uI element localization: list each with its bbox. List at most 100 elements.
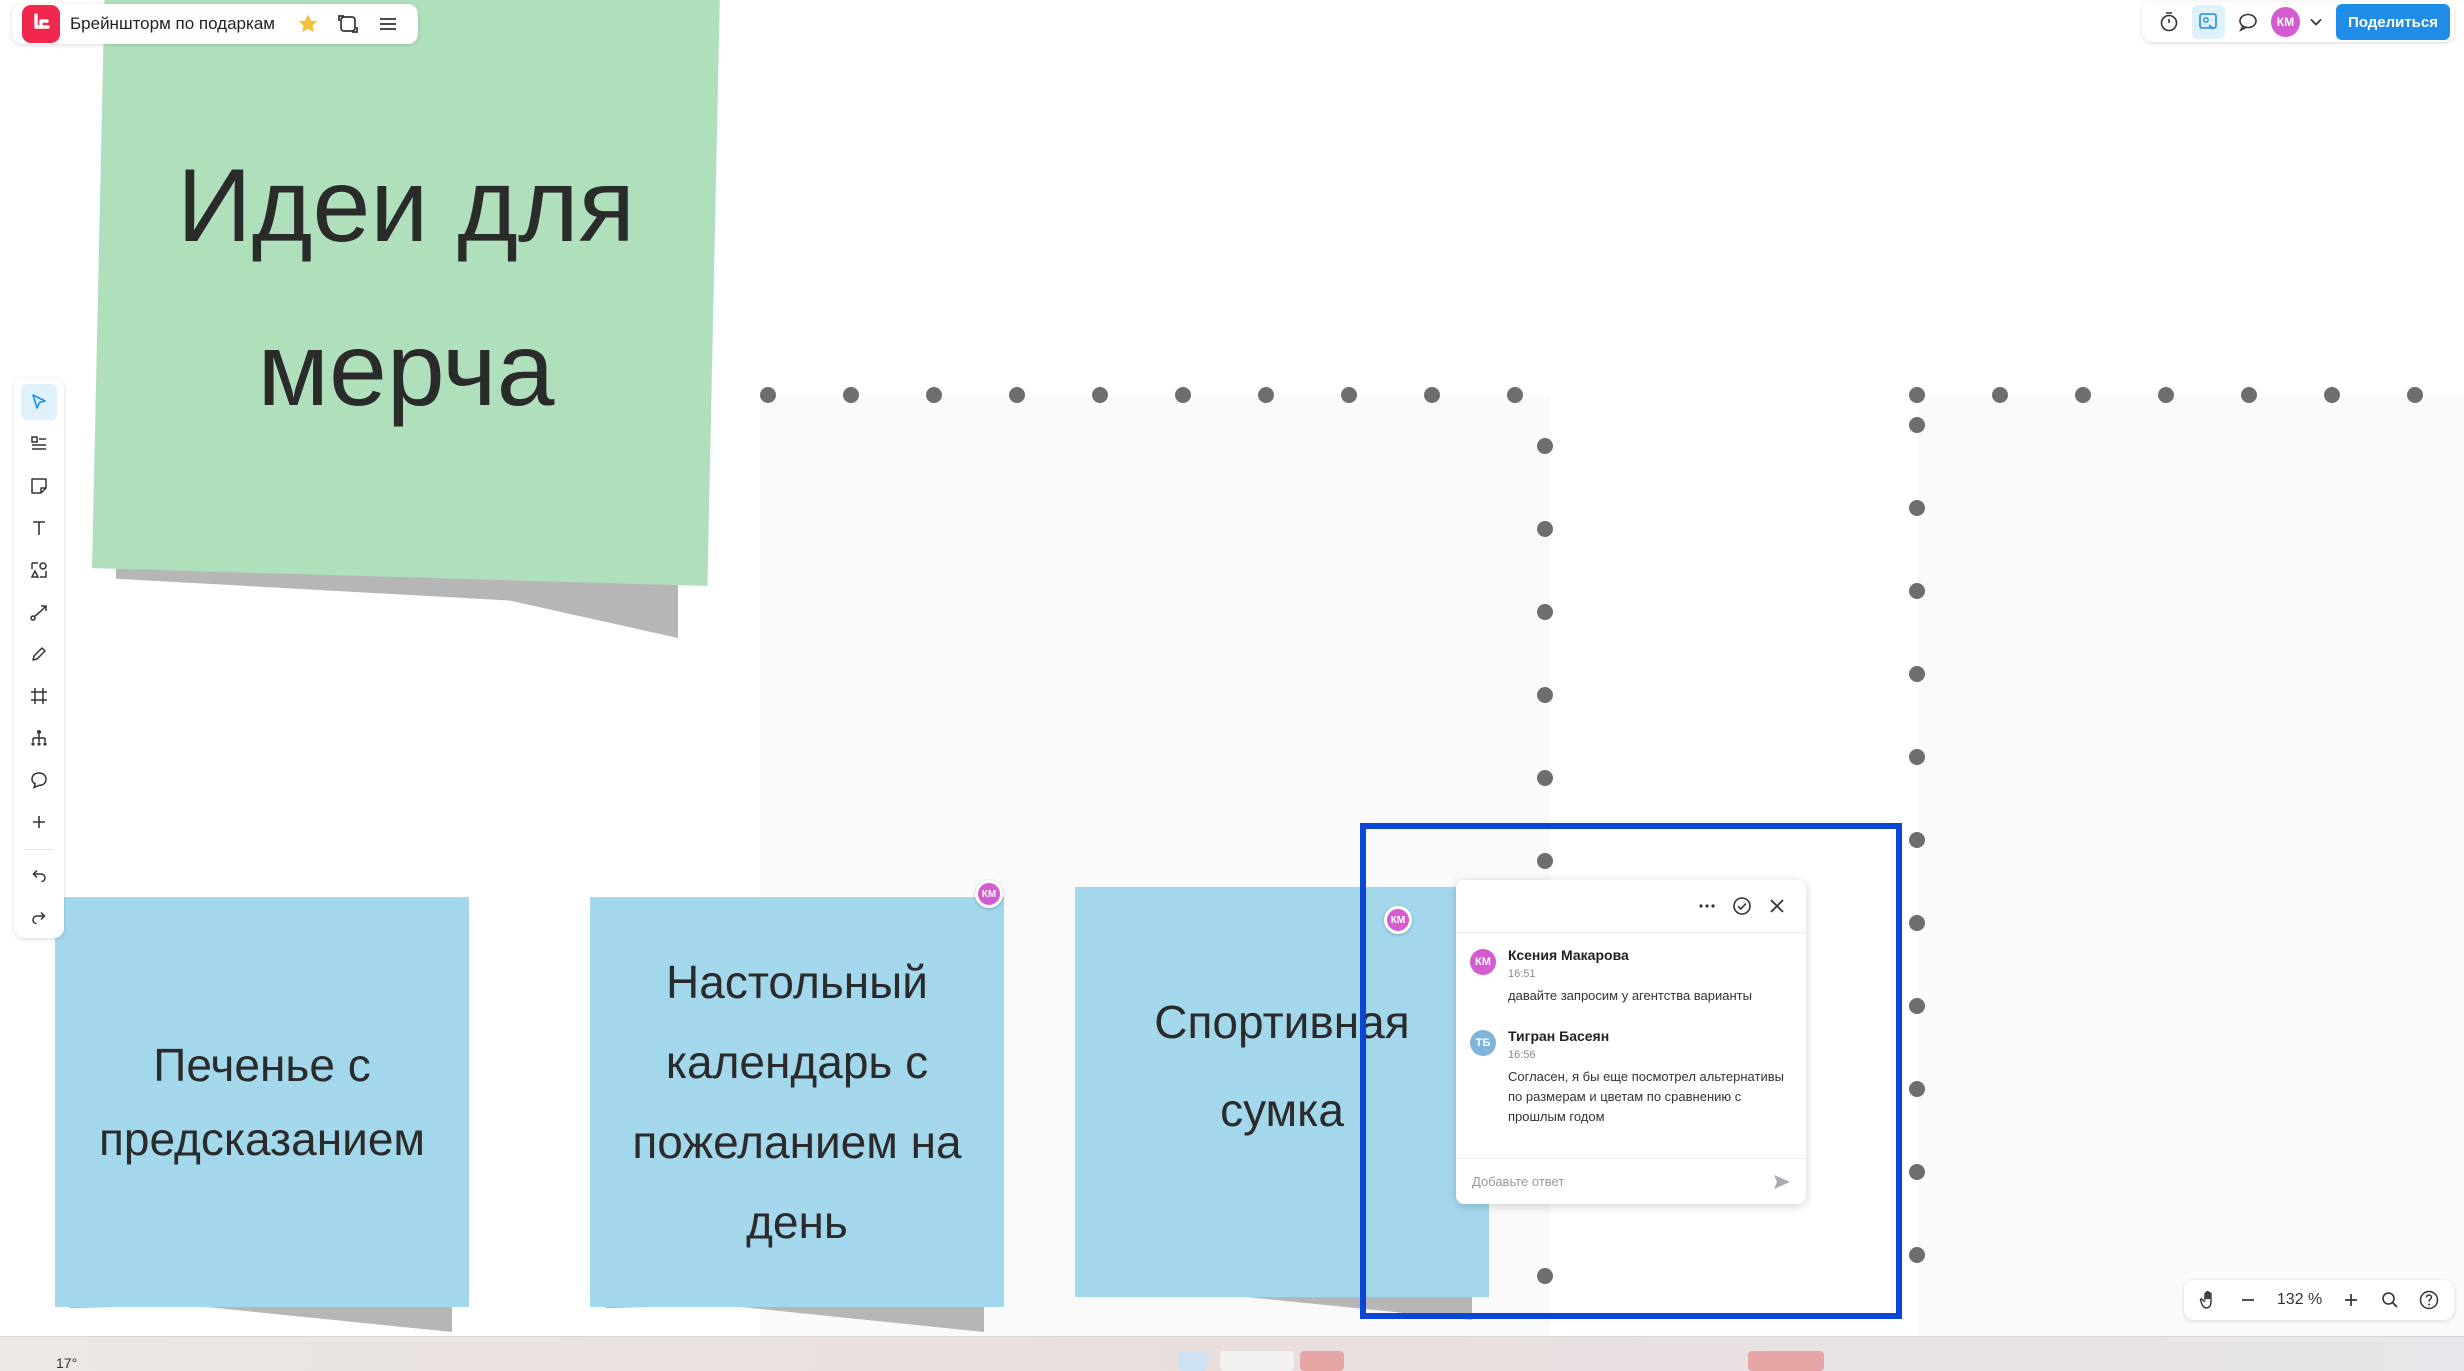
mindmap-icon[interactable]: [21, 720, 57, 756]
sticker-sports-bag-text: Спортивная сумка: [1154, 996, 1410, 1136]
frame-border-dot: [1424, 387, 1440, 403]
frame-border-dot: [2324, 387, 2340, 403]
comment-marker-active[interactable]: КМ: [1384, 906, 1412, 934]
sticker-title[interactable]: Идеи для мерча: [92, 0, 720, 586]
zoom-level[interactable]: 132 %: [2276, 1291, 2323, 1308]
text-icon[interactable]: [21, 510, 57, 546]
taskbar-app-icon[interactable]: [1220, 1351, 1294, 1371]
board-title-panel: Брейншторм по подаркам: [12, 4, 418, 44]
frame-border-dot: [1092, 387, 1108, 403]
sticker-desk-calendar[interactable]: Настольный календарь с пожеланием на ден…: [590, 897, 1004, 1307]
sync-board-icon[interactable]: [333, 9, 363, 39]
zoom-out-icon[interactable]: [2231, 1283, 2265, 1317]
select-icon[interactable]: [21, 384, 57, 420]
more-options-icon[interactable]: [1698, 897, 1716, 915]
taskbar-app-icon[interactable]: [1178, 1351, 1208, 1371]
comment-time: 16:56: [1508, 1049, 1536, 1061]
share-button[interactable]: Поделиться: [2335, 4, 2450, 40]
comment-marker[interactable]: КМ: [975, 880, 1003, 908]
frame-border-dot: [2158, 387, 2174, 403]
avatar: КМ: [1470, 949, 1496, 975]
frame-border-dot: [1537, 521, 1553, 537]
frame-border-dot: [1341, 387, 1357, 403]
sticker-title-text: Идеи для мерча: [177, 148, 635, 428]
frame-border-dot: [1537, 770, 1553, 786]
frame-zone-right: [1918, 396, 2464, 1336]
avatar: ТБ: [1470, 1030, 1496, 1056]
frame-border-dot: [843, 387, 859, 403]
menu-icon[interactable]: [373, 9, 403, 39]
frame-border-dot: [1909, 1247, 1925, 1263]
app-logo-icon[interactable]: [22, 5, 60, 43]
sticker-sports-bag[interactable]: Спортивная сумка: [1075, 887, 1489, 1297]
frame-border-dot: [926, 387, 942, 403]
frame-border-dot: [1537, 853, 1553, 869]
board-title[interactable]: Брейншторм по подаркам: [70, 14, 275, 33]
frame-border-dot: [1909, 832, 1925, 848]
frame-border-dot: [1175, 387, 1191, 403]
taskbar-app-icon[interactable]: [1300, 1351, 1344, 1371]
frame-border-dot: [1909, 583, 1925, 599]
help-icon[interactable]: [2412, 1283, 2446, 1317]
redo-icon[interactable]: [21, 900, 57, 936]
pen-icon[interactable]: [21, 636, 57, 672]
star-icon[interactable]: [293, 9, 323, 39]
comment-popup-header: [1456, 880, 1806, 932]
board-canvas[interactable]: Идеи для мерча Печенье с предсказанием Н…: [0, 0, 2464, 1336]
zoom-in-icon[interactable]: [2334, 1283, 2368, 1317]
send-icon[interactable]: [1772, 1172, 1792, 1192]
chevron-down-icon[interactable]: [2306, 5, 2326, 39]
frame-border-dot: [2407, 387, 2423, 403]
comment-author: Тигран Басеян: [1508, 1028, 1610, 1044]
sticker-desk-calendar-text: Настольный календарь с пожеланием на ден…: [632, 956, 962, 1248]
search-icon[interactable]: [2373, 1283, 2407, 1317]
comment-icon[interactable]: [21, 762, 57, 798]
frame-border-dot: [1909, 749, 1925, 765]
close-icon[interactable]: [1768, 897, 1786, 915]
comment-text: давайте запросим у агентства варианты: [1508, 988, 1752, 1003]
avatar[interactable]: КМ: [2270, 7, 2301, 37]
connector-icon[interactable]: [21, 594, 57, 630]
top-right-toolbar: КМ Поделиться: [2142, 2, 2454, 42]
comments-icon[interactable]: [2231, 5, 2265, 39]
frame-border-dot: [1992, 387, 2008, 403]
taskbar-app-icon[interactable]: [1748, 1351, 1824, 1371]
frame-border-dot: [1537, 604, 1553, 620]
frame-border-dot: [1909, 500, 1925, 516]
reply-input[interactable]: [1470, 1173, 1772, 1190]
frame-border-dot: [2075, 387, 2091, 403]
left-toolbar: [14, 378, 64, 938]
plus-icon[interactable]: [21, 804, 57, 840]
frame-border-dot: [2241, 387, 2257, 403]
frame-border-dot: [1009, 387, 1025, 403]
frame-border-dot: [1537, 1268, 1553, 1284]
template-icon[interactable]: [21, 426, 57, 462]
comment-entry: ТБ Тигран Басеян 16:56 Согласен, я бы ещ…: [1456, 1028, 1806, 1127]
comment-entry: КМ Ксения Макарова 16:51 давайте запроси…: [1456, 947, 1806, 1006]
comment-text: Согласен, я бы еще посмотрел альтернатив…: [1508, 1069, 1784, 1124]
frame-border-dot: [1909, 666, 1925, 682]
comment-thread-popup: КМ Ксения Макарова 16:51 давайте запроси…: [1456, 880, 1806, 1204]
frame-border-dot: [1909, 1164, 1925, 1180]
frame-border-dot: [1909, 387, 1925, 403]
frame-border-dot: [1909, 998, 1925, 1014]
shapes-icon[interactable]: [21, 552, 57, 588]
undo-icon[interactable]: [21, 858, 57, 894]
frame-border-dot: [1909, 915, 1925, 931]
frame-border-dot: [1909, 417, 1925, 433]
taskbar-weather[interactable]: 17°: [56, 1355, 78, 1371]
sticky-note-icon[interactable]: [21, 468, 57, 504]
comment-time: 16:51: [1508, 968, 1536, 980]
presentation-icon[interactable]: [2191, 5, 2226, 39]
frame-border-dot: [1507, 387, 1523, 403]
timer-icon[interactable]: [2152, 5, 2186, 39]
reply-bar: [1456, 1158, 1806, 1204]
frame-border-dot: [1537, 438, 1553, 454]
toolbar-divider: [24, 849, 54, 850]
frame-icon[interactable]: [21, 678, 57, 714]
sticker-fortune-cookie-text: Печенье с предсказанием: [98, 1039, 426, 1165]
zoom-panel: 132 %: [2184, 1280, 2454, 1320]
resolve-check-icon[interactable]: [1732, 896, 1752, 916]
sticker-fortune-cookie[interactable]: Печенье с предсказанием: [55, 897, 469, 1307]
hand-icon[interactable]: [2192, 1283, 2226, 1317]
